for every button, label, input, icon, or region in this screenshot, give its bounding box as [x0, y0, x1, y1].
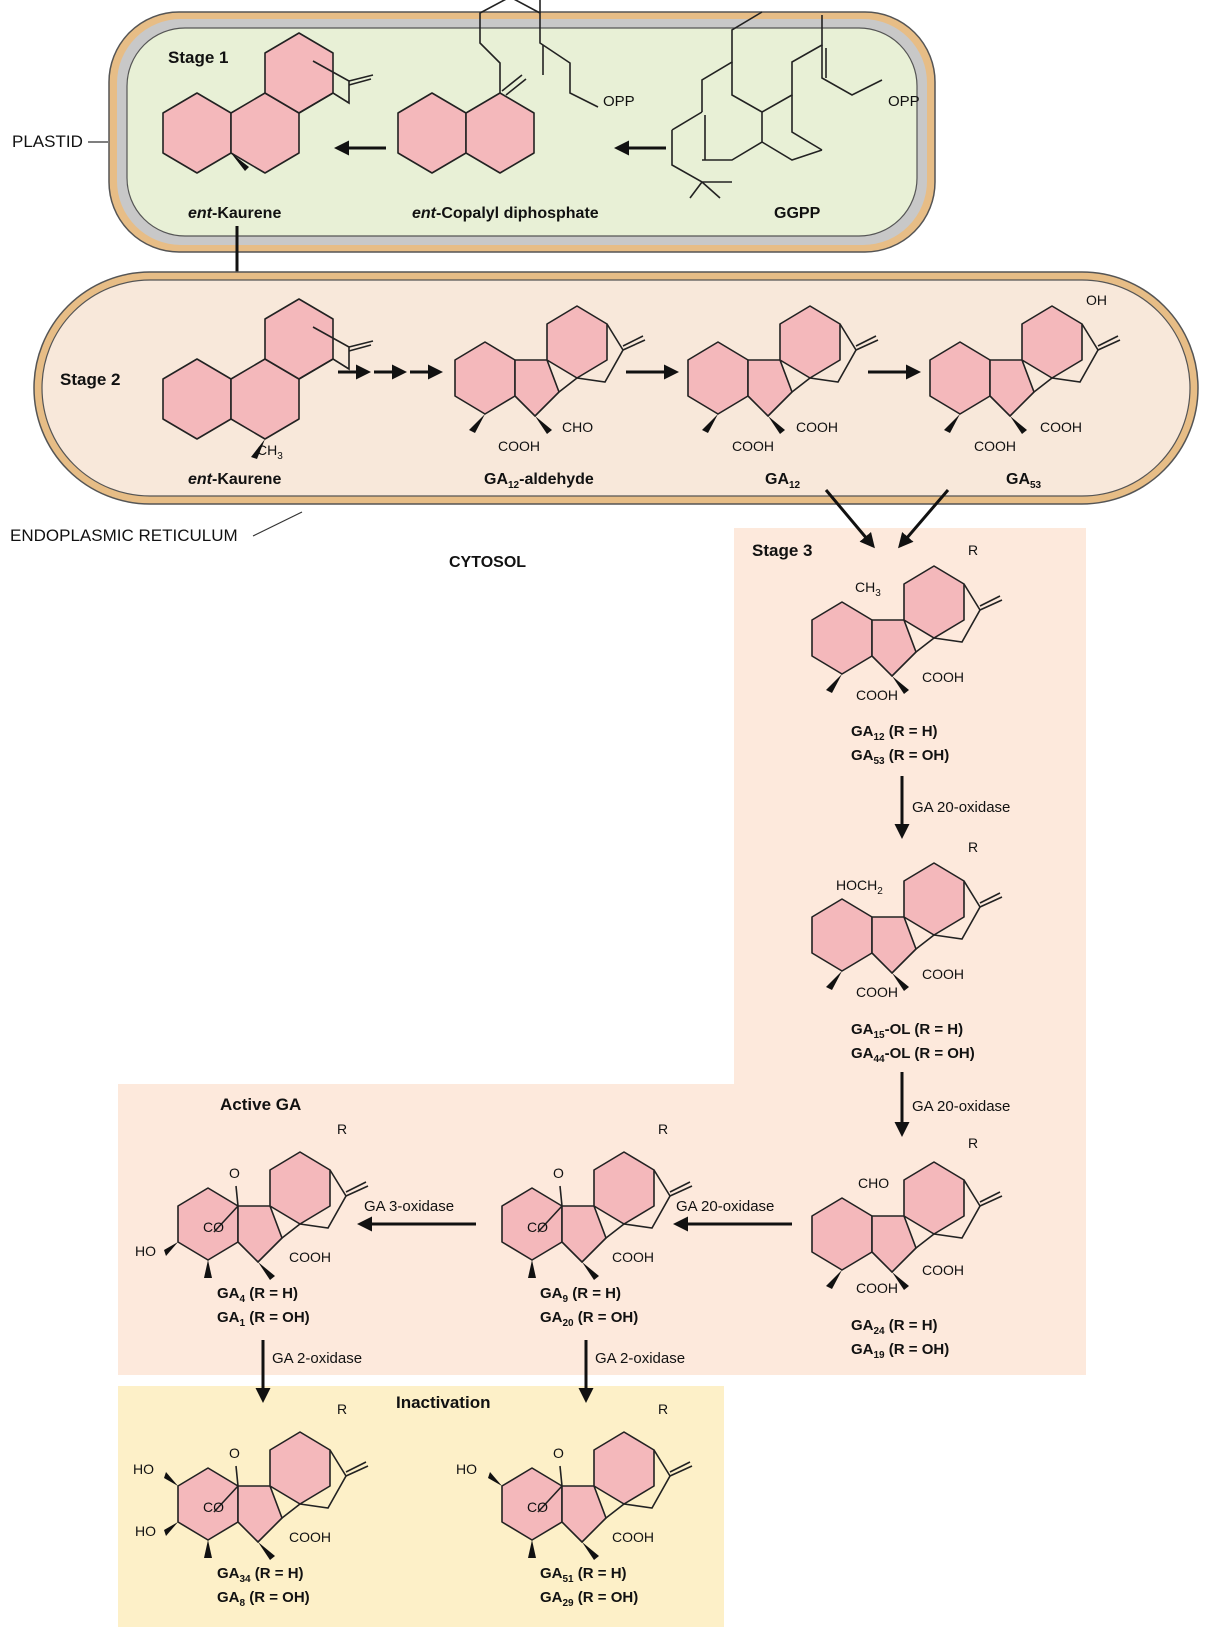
ga34-ga8-structure — [164, 1431, 369, 1560]
s3-m1-r: R — [968, 542, 978, 558]
ggpp-structure — [671, 11, 883, 199]
ga53-er-cooh-c: COOH — [1040, 419, 1082, 435]
ga12ald-cooh: COOH — [498, 438, 540, 454]
er-leader-line — [252, 511, 303, 537]
stage3-region — [118, 528, 1086, 1375]
ga51-label: GA51 (R = H) — [540, 1565, 627, 1585]
ga19-label: GA19 (R = OH) — [851, 1341, 949, 1361]
ent-copalyl-diphosphate-structure — [397, 0, 599, 174]
arrow-ga53-to-stage3 — [898, 489, 950, 549]
ga53-r-oh-label: GA53 (R = OH) — [851, 747, 949, 767]
ggpp-label: GGPP — [774, 205, 821, 222]
ga12-er-cooh-a: COOH — [732, 438, 774, 454]
ent-copalyl-label: ent-Copalyl diphosphate — [412, 205, 599, 222]
inact1-ho-bottom: HO — [135, 1523, 156, 1539]
ent-kaurene-structure-er — [162, 298, 374, 459]
inact1-r: R — [337, 1401, 347, 1417]
enzyme-ga2-oxidase-2: GA 2-oxidase — [595, 1350, 685, 1367]
ga12-ga53-structure — [811, 565, 1003, 694]
stage3-label: Stage 3 — [752, 541, 812, 560]
ga53-er-cooh-a: COOH — [974, 438, 1016, 454]
ga53-er-oh: OH — [1086, 292, 1107, 308]
s3-m3-r: R — [968, 1135, 978, 1151]
ga1-label: GA1 (R = OH) — [217, 1309, 310, 1329]
enzyme-ga2-oxidase-1: GA 2-oxidase — [272, 1350, 362, 1367]
s3-m2-r: R — [968, 839, 978, 855]
inact1-cooh: COOH — [289, 1529, 331, 1545]
active-cooh: COOH — [289, 1249, 331, 1265]
er-kaurene-ch3: CH3 — [257, 442, 283, 462]
s3-m3-cooh-a: COOH — [856, 1280, 898, 1296]
active-ho: HO — [135, 1243, 156, 1259]
active-r: R — [337, 1121, 347, 1137]
s3-m3-cho: CHO — [858, 1175, 889, 1191]
inact2-r: R — [658, 1401, 668, 1417]
ga15-ga44-structure — [811, 862, 1003, 991]
ga12-aldehyde-label: GA12-aldehyde — [484, 471, 594, 491]
s3-m4-o: O — [553, 1165, 564, 1181]
s3-m4-cooh: COOH — [612, 1249, 654, 1265]
ga53-er-label: GA53 — [1006, 471, 1042, 491]
inactivation-label: Inactivation — [396, 1393, 490, 1412]
copalyl-opp-label: OPP — [603, 93, 635, 110]
inact2-co: CO — [527, 1499, 548, 1515]
inact2-o: O — [553, 1445, 564, 1461]
ga12-structure-er — [687, 305, 879, 434]
s3-m1-cooh-c: COOH — [922, 669, 964, 685]
ga12-er-cooh-c: COOH — [796, 419, 838, 435]
inact1-o: O — [229, 1445, 240, 1461]
cytosol-label: CYTOSOL — [449, 554, 526, 571]
er-kaurene-label: ent-Kaurene — [188, 471, 281, 488]
stage1-label: Stage 1 — [168, 48, 228, 67]
ent-kaurene-label-plastid: ent-Kaurene — [188, 205, 281, 222]
ga34-label: GA34 (R = H) — [217, 1565, 304, 1585]
enzyme-ga3-oxidase: GA 3-oxidase — [364, 1198, 454, 1215]
ga44-ol-label: GA44-OL (R = OH) — [851, 1045, 975, 1065]
ga4-label: GA4 (R = H) — [217, 1285, 298, 1305]
s3-m1-ch3: CH3 — [855, 579, 881, 599]
ga12ald-cho: CHO — [562, 419, 593, 435]
ggpp-opp-label: OPP — [888, 93, 920, 110]
arrow-ga12-to-stage3 — [824, 489, 875, 549]
enzyme-ga20-oxidase-3: GA 20-oxidase — [676, 1198, 774, 1215]
ent-kaurene-structure-plastid — [162, 32, 374, 174]
ga53-structure-er — [929, 305, 1121, 434]
ga12-er-label: GA12 — [765, 471, 801, 491]
ga8-label: GA8 (R = OH) — [217, 1589, 310, 1609]
ga24-ga19-structure — [811, 1161, 1003, 1290]
ga12-r-h-label: GA12 (R = H) — [851, 723, 938, 743]
ga4-ga1-structure — [164, 1151, 369, 1280]
ga9-ga20-structure — [501, 1151, 693, 1280]
enzyme-ga20-oxidase-2: GA 20-oxidase — [912, 1098, 1010, 1115]
ga24-label: GA24 (R = H) — [851, 1317, 938, 1337]
s3-m1-cooh-a: COOH — [856, 687, 898, 703]
s3-m2-cooh-a: COOH — [856, 984, 898, 1000]
inact1-ho-top: HO — [133, 1461, 154, 1477]
ga15-ol-label: GA15-OL (R = H) — [851, 1021, 963, 1041]
ga12-aldehyde-structure — [454, 305, 646, 434]
inact2-cooh: COOH — [612, 1529, 654, 1545]
inact2-ho: HO — [456, 1461, 477, 1477]
s3-m3-cooh-c: COOH — [922, 1262, 964, 1278]
active-co: CO — [203, 1219, 224, 1235]
stage2-label: Stage 2 — [60, 370, 120, 389]
s3-m4-co: CO — [527, 1219, 548, 1235]
s3-m4-r: R — [658, 1121, 668, 1137]
plastid-label: PLASTID — [12, 132, 83, 151]
ga51-ga29-structure — [488, 1431, 693, 1560]
ga29-label: GA29 (R = OH) — [540, 1589, 638, 1609]
ga20-label: GA20 (R = OH) — [540, 1309, 638, 1329]
er-label: ENDOPLASMIC RETICULUM — [10, 526, 238, 545]
active-o: O — [229, 1165, 240, 1181]
s3-m2-cooh-c: COOH — [922, 966, 964, 982]
s3-m2-hoch2: HOCH2 — [836, 877, 883, 897]
inact1-co: CO — [203, 1499, 224, 1515]
active-ga-label: Active GA — [220, 1095, 301, 1114]
ga9-label: GA9 (R = H) — [540, 1285, 621, 1305]
enzyme-ga20-oxidase-1: GA 20-oxidase — [912, 799, 1010, 816]
